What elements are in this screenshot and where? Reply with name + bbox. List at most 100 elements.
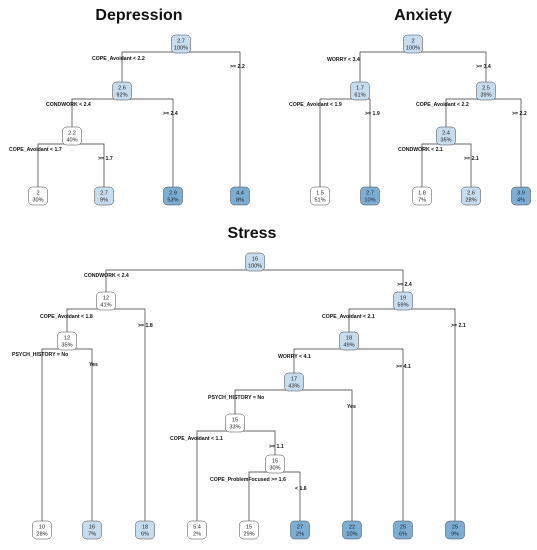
node-value: 16 (252, 257, 258, 263)
node-value: 18 (346, 336, 352, 342)
node-percent: 10% (364, 198, 375, 204)
tree-edge (445, 98, 522, 187)
split-label: COPE_Avoidant < 2.2 (92, 56, 145, 62)
split-label: CONDWORK < 2.4 (84, 273, 129, 279)
leaf-node: 2.710% (360, 186, 380, 206)
node-box (225, 413, 245, 433)
leaf-node: 3.94% (511, 186, 531, 206)
tree-edge (71, 98, 174, 187)
node-percent: 100% (406, 46, 420, 52)
node-percent: 4% (517, 198, 525, 204)
leaf-node: 4.48% (230, 186, 250, 206)
node-percent: 100% (248, 264, 262, 270)
split-label: COPE_Avoidant < 1.8 (40, 314, 93, 320)
node-percent: 33% (229, 425, 240, 431)
node-box (284, 372, 304, 392)
node-percent: 41% (100, 303, 111, 309)
leaf-node: 5.42% (187, 520, 207, 540)
node-value: 15 (246, 525, 252, 531)
node-box (112, 81, 132, 101)
node-value: 2.4 (442, 131, 450, 137)
node-box (436, 126, 456, 146)
leaf-node: 259% (445, 520, 465, 540)
leaf-node: 1.551% (310, 186, 330, 206)
node-value: 25 (400, 525, 406, 531)
leaf-node: 2.628% (461, 186, 481, 206)
node-percent: 8% (236, 198, 244, 204)
leaf-node: 2.953% (163, 186, 183, 206)
leaf-node: 167% (82, 520, 102, 540)
split-node: 2.240% (62, 126, 82, 146)
node-percent: 6% (141, 532, 149, 538)
node-value: 2.5 (482, 86, 490, 92)
node-percent: 40% (66, 138, 77, 144)
node-box (393, 520, 413, 540)
tree-edge (121, 51, 241, 187)
split-node: 2.692% (112, 81, 132, 101)
split-label: CONDWORK < 2.1 (398, 147, 443, 153)
tree-edge (359, 51, 487, 82)
node-value: 2.7 (366, 191, 374, 197)
node-box (403, 34, 423, 54)
node-percent: 35% (61, 343, 72, 349)
split-label: >= 2.1 (451, 323, 466, 329)
split-label: < 1.6 (295, 486, 307, 492)
node-percent: 10% (346, 532, 357, 538)
node-box (350, 81, 370, 101)
node-value: 2.7 (100, 191, 108, 197)
leaf-node: 230% (28, 186, 48, 206)
node-percent: 92% (116, 93, 127, 99)
node-box (96, 291, 116, 311)
node-box (171, 34, 191, 54)
split-label: >= 1.9 (365, 111, 380, 117)
node-percent: 39% (480, 93, 491, 99)
node-percent: 9% (451, 532, 459, 538)
node-box (339, 331, 359, 351)
node-value: 2.6 (118, 86, 126, 92)
node-percent: 43% (288, 384, 299, 390)
node-box (239, 520, 259, 540)
node-box (393, 291, 413, 311)
node-percent: 6% (399, 532, 407, 538)
node-value: 2 (411, 39, 414, 45)
leaf-node: 1.87% (412, 186, 432, 206)
split-node: 2.435% (436, 126, 456, 146)
node-percent: 7% (418, 198, 426, 204)
node-box (476, 81, 496, 101)
depression-title: Depression (95, 7, 182, 24)
node-box (32, 520, 52, 540)
node-value: 10 (39, 525, 45, 531)
node-value: 3.9 (517, 191, 525, 197)
node-percent: 7% (88, 532, 96, 538)
node-percent: 2% (193, 532, 201, 538)
node-percent: 29% (243, 532, 254, 538)
split-label: Yes (89, 362, 98, 368)
split-node: 2.539% (476, 81, 496, 101)
tree-edge (319, 98, 371, 187)
node-value: 17 (291, 377, 297, 383)
split-label: >= 2.2 (512, 111, 527, 117)
node-value: 16 (89, 525, 95, 531)
split-label: COPE_Avoidant < 2.2 (416, 102, 469, 108)
split-label: CONDWORK < 2.4 (46, 102, 91, 108)
node-percent: 51% (314, 198, 325, 204)
node-box (62, 126, 82, 146)
node-value: 19 (400, 296, 406, 302)
node-percent: 28% (465, 198, 476, 204)
node-value: 5.4 (193, 525, 201, 531)
split-label: >= 2.1 (464, 156, 479, 162)
node-box (28, 186, 48, 206)
split-label: PSYCH_HISTORY = No (208, 395, 264, 401)
node-value: 12 (103, 296, 109, 302)
split-label: >= 2.4 (163, 111, 178, 117)
